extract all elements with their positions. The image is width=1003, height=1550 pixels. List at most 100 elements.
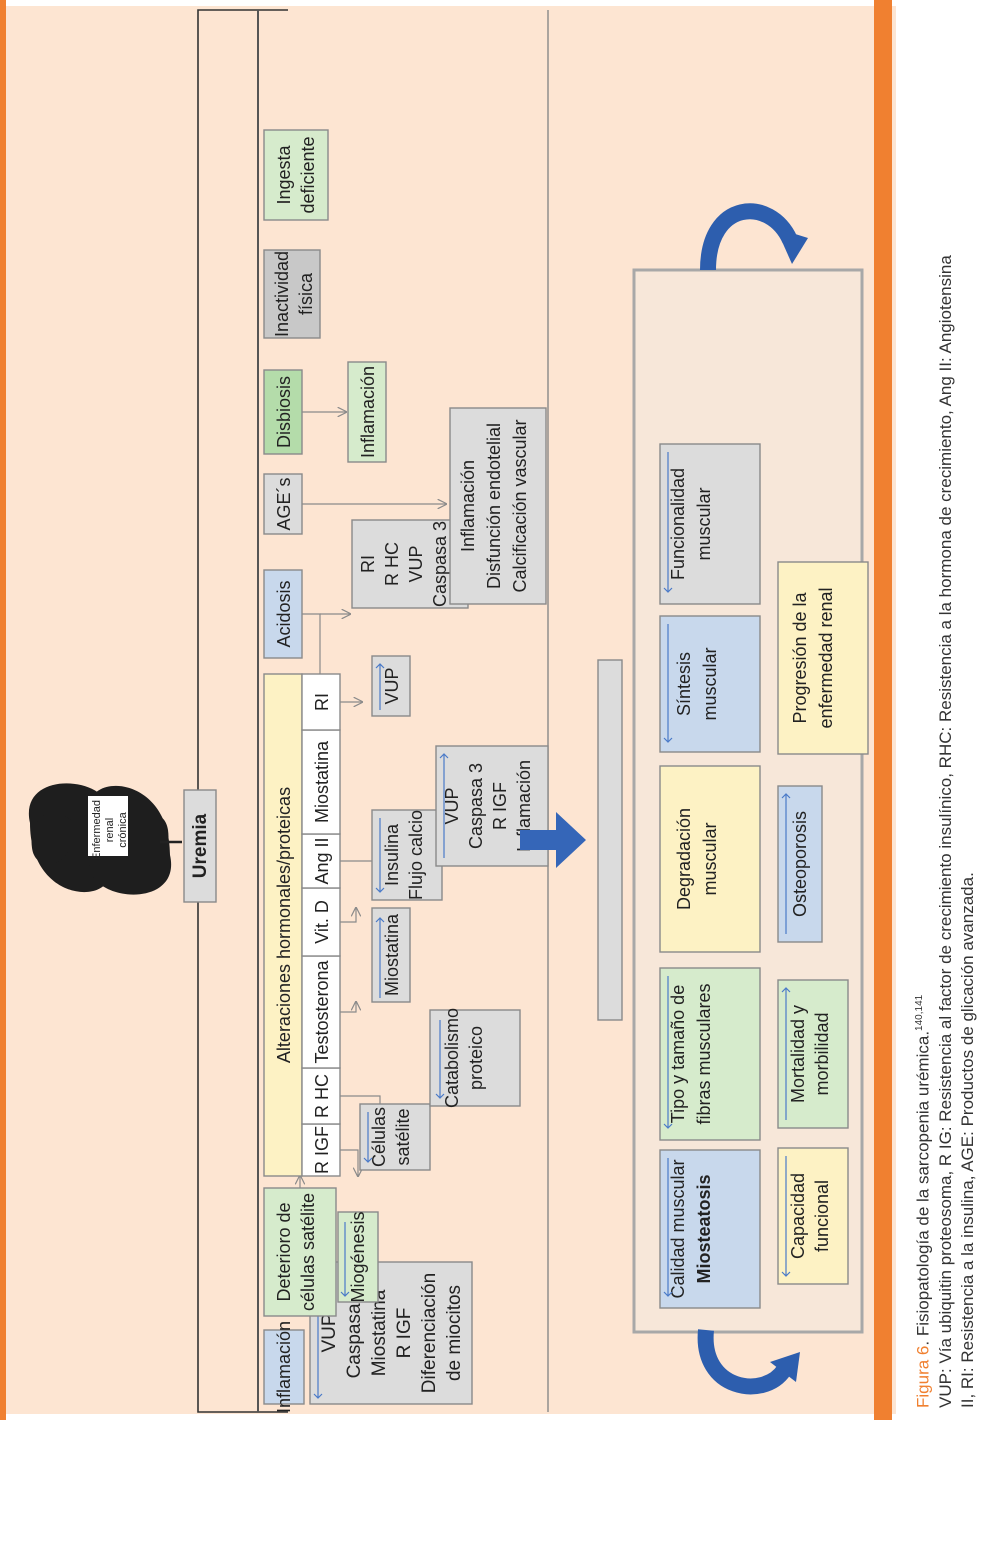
- acidosis-effects-list: RI R HC VUP Caspasa 3: [358, 521, 450, 607]
- deterioro-box: [263, 1187, 337, 1317]
- inflamacion-box: [263, 1329, 305, 1405]
- catabolismo-box: [429, 1009, 521, 1107]
- ri-label: RI: [312, 693, 332, 711]
- up-arrow-icon: [375, 917, 385, 998]
- testosterona-label: Testosterona: [312, 959, 332, 1063]
- kidney-label-bg: [88, 796, 128, 856]
- celulas-label: Células satélite: [369, 1107, 413, 1167]
- curved-arrow-icon: [697, 1329, 800, 1395]
- svg-text:funcional: funcional: [812, 1180, 832, 1252]
- outcome-sintesis: Síntesis muscular: [659, 615, 761, 753]
- miostatina-label: Miostatina: [312, 740, 332, 823]
- outcome-osteoporosis: Osteoporosis: [777, 785, 823, 943]
- disbiosis-out-label: Inflamación: [358, 366, 378, 458]
- alteraciones-label: Alteraciones hormonales/proteicas: [274, 787, 294, 1063]
- caption-title: Figura 6. Fisiopatología de la sarcopeni…: [909, 255, 935, 1408]
- feedback-loop-line: [197, 9, 288, 1413]
- svg-text:de miocitos: de miocitos: [444, 1285, 465, 1381]
- up-arrow-icon: [375, 663, 385, 710]
- rhc-label: R HC: [312, 1074, 332, 1118]
- svg-text:muscular: muscular: [694, 487, 714, 560]
- outcome-calidad: Calidad muscular Miosteatosis: [659, 1149, 761, 1309]
- ingesta-label: Ingesta deficiente: [274, 136, 318, 213]
- disbiosis-label: Disbiosis: [274, 376, 294, 448]
- miostatina2-label: Miostatina: [382, 913, 402, 996]
- acidosis-label: Acidosis: [274, 580, 294, 647]
- svg-text:Inflamación: Inflamación: [458, 460, 478, 552]
- vup-group-list: VUP Caspasa 3 R IGF Inflamación: [442, 760, 534, 852]
- inflamacion-effects-box: [309, 1261, 473, 1405]
- miogenesis-label: Miogénesis: [348, 1211, 368, 1302]
- inflamacion-effects-list: VUP Caspasa 3 Miostatina R IGF Diferenci…: [319, 1273, 465, 1393]
- outcome-mortalidad: Mortalidad y morbilidad: [777, 979, 849, 1129]
- svg-text:Degradación: Degradación: [674, 808, 694, 910]
- rigf-label: R IGF: [312, 1126, 332, 1174]
- inactividad-box: [263, 249, 321, 339]
- svg-text:Flujo calcio: Flujo calcio: [406, 810, 426, 900]
- svg-text:enfermedad renal: enfermedad renal: [816, 587, 836, 728]
- inflamacion-label: Inflamación: [274, 1321, 294, 1413]
- alteraciones-box: [263, 673, 303, 1177]
- svg-text:R IGF: R IGF: [394, 1308, 415, 1359]
- vup-small-label: VUP: [382, 667, 402, 704]
- svg-text:Funcionalidad: Funcionalidad: [668, 468, 688, 580]
- svg-text:física: física: [296, 272, 316, 315]
- svg-text:Mortalidad y: Mortalidad y: [788, 1005, 808, 1103]
- svg-text:Caspasa 3: Caspasa 3: [466, 763, 486, 849]
- svg-text:Tipo y tamaño de: Tipo y tamaño de: [668, 985, 688, 1123]
- caption-line-3: II, RI: Resistencia a la insulina, AGE: …: [957, 872, 977, 1408]
- ingesta-box: [263, 129, 329, 221]
- svg-text:Disfunción endotelial: Disfunción endotelial: [484, 423, 504, 589]
- svg-text:renal: renal: [104, 818, 116, 842]
- svg-text:VUP: VUP: [406, 545, 426, 582]
- figure-caption: Figura 6. Fisiopatología de la sarcopeni…: [909, 255, 979, 1408]
- svg-text:Deterioro de: Deterioro de: [274, 1202, 294, 1301]
- big-blue-arrow-icon: [520, 812, 586, 868]
- svg-text:Caspasa 3: Caspasa 3: [344, 1288, 365, 1379]
- svg-text:Osteoporosis: Osteoporosis: [790, 811, 810, 917]
- svg-text:Diferenciación: Diferenciación: [419, 1273, 440, 1393]
- svg-text:Caspasa 3: Caspasa 3: [430, 521, 450, 607]
- up-arrow-icon: [439, 753, 449, 858]
- svg-text:Inflamación: Inflamación: [514, 760, 534, 852]
- outcome-capacidad: Capacidad funcional: [777, 1147, 849, 1285]
- disbiosis-box: [263, 369, 303, 455]
- acidosis-box: [263, 569, 303, 659]
- insulina-box: [371, 809, 443, 901]
- svg-text:RI: RI: [358, 555, 378, 573]
- svg-text:Calidad muscular: Calidad muscular: [668, 1159, 688, 1298]
- svg-text:Insulina: Insulina: [382, 823, 402, 886]
- svg-text:Miosteatosis: Miosteatosis: [694, 1174, 714, 1283]
- disbiosis-out-box: [347, 361, 387, 463]
- outcome-degradacion: Degradación muscular: [659, 765, 761, 953]
- down-arrow-icon: [340, 1222, 350, 1297]
- svg-text:Síntesis: Síntesis: [674, 652, 694, 716]
- down-arrow-icon: [435, 1020, 445, 1099]
- deterioro-label: Deterioro de células satélite: [274, 1193, 318, 1311]
- uremia-box: [183, 789, 217, 903]
- ages-effects-list: Inflamación Disfunción endotelial Calcif…: [458, 419, 530, 592]
- svg-text:crónica: crónica: [117, 811, 129, 847]
- down-arrow-icon: [375, 818, 385, 893]
- svg-text:R HC: R HC: [382, 542, 402, 586]
- svg-text:Ingesta: Ingesta: [274, 144, 294, 204]
- caption-refs: 140,141: [914, 994, 925, 1031]
- inactividad-label: Inactividad física: [272, 251, 316, 337]
- svg-text:células satélite: células satélite: [298, 1193, 318, 1311]
- central-bar: [597, 659, 623, 1021]
- acidosis-effects-box: [351, 519, 469, 609]
- kidney-label: Enfermedad renal crónica: [91, 800, 129, 860]
- svg-text:deficiente: deficiente: [298, 136, 318, 213]
- svg-text:Capacidad: Capacidad: [788, 1173, 808, 1259]
- caption-line-2: VUP: Vía ubiquitin proteosoma, R IG: Res…: [935, 255, 955, 1408]
- svg-text:Células: Células: [369, 1107, 389, 1167]
- curved-arrow-icon: [700, 203, 808, 271]
- orange-stripe: [874, 0, 892, 1420]
- svg-text:Progresión de la: Progresión de la: [790, 591, 810, 723]
- hormone-row: R IGF R HC Testosterona Vit. D Ang II Mi…: [301, 673, 341, 1177]
- svg-text:fibras musculares: fibras musculares: [694, 983, 714, 1124]
- caption-title-text: . Fisiopatología de la sarcopenia urémic…: [913, 1030, 933, 1346]
- caption-figure-number: Figura 6: [913, 1345, 933, 1408]
- svg-text:muscular: muscular: [700, 822, 720, 895]
- down-arrow-icon: [363, 1112, 373, 1163]
